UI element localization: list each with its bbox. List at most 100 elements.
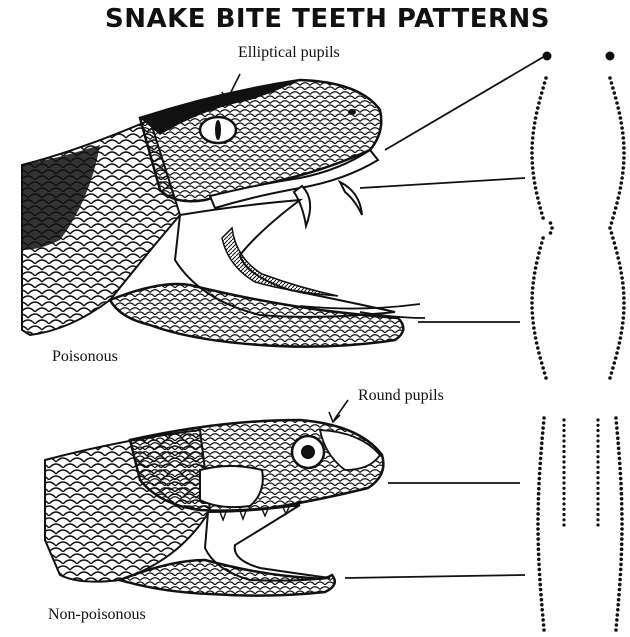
tooth-mark-dot [532, 126, 536, 130]
tooth-mark-dot [562, 460, 565, 463]
tooth-mark-dot [619, 487, 623, 491]
tooth-mark-dot [562, 476, 565, 479]
tooth-mark-dot [539, 588, 543, 592]
tooth-mark-dot [619, 573, 623, 577]
tooth-mark-dot [537, 497, 541, 501]
tooth-mark-dot [596, 450, 599, 453]
tooth-mark-dot [530, 296, 534, 300]
tooth-mark-dot [562, 418, 565, 421]
tooth-mark-dot [531, 311, 535, 315]
tooth-mark-dot [540, 441, 544, 445]
tooth-mark-dot [550, 226, 554, 230]
tooth-mark-dot [538, 467, 542, 471]
tooth-mark-dot [596, 466, 599, 469]
tooth-mark-dot [539, 457, 543, 461]
tooth-mark-dot [534, 336, 538, 340]
tooth-mark-dot [562, 471, 565, 474]
tooth-mark-dot [537, 547, 541, 551]
tooth-mark-dot [544, 376, 548, 380]
tooth-mark-dot [596, 481, 599, 484]
elliptical-pupil [215, 120, 221, 140]
tooth-mark-dot [531, 291, 535, 295]
tooth-mark-dot [530, 156, 534, 160]
tooth-mark-dot [616, 346, 620, 350]
tooth-mark-dot [615, 421, 619, 425]
leader-fang-to-pattern [385, 56, 545, 150]
tooth-mark-dot [620, 492, 624, 496]
tooth-mark-dot [537, 482, 541, 486]
tooth-mark-dot [614, 628, 618, 632]
leader-upper-jaw-to-pattern [360, 178, 525, 188]
tooth-mark-dot [562, 497, 565, 500]
tooth-mark-dot [619, 482, 623, 486]
tooth-mark-dot [562, 523, 565, 526]
non-poisonous-snake-head [45, 420, 383, 596]
tooth-mark-dot [622, 301, 626, 305]
tooth-mark-dot [596, 492, 599, 495]
tooth-mark-dot [541, 236, 545, 240]
tooth-mark-dot [620, 537, 624, 541]
tooth-mark-dot [616, 196, 620, 200]
tooth-mark-dot [536, 517, 540, 521]
tooth-mark-dot [531, 281, 535, 285]
tooth-mark-dot [620, 553, 624, 557]
tooth-mark-dot [541, 86, 545, 90]
tooth-mark-dot [622, 306, 626, 310]
tooth-mark-dot [620, 502, 624, 506]
tooth-mark-dot [622, 146, 626, 150]
tooth-mark-dot [596, 487, 599, 490]
tooth-mark-dot [543, 81, 547, 85]
tooth-mark-dot [540, 91, 544, 95]
tooth-mark-dot [620, 532, 624, 536]
tooth-mark-dot [540, 608, 544, 612]
tooth-mark-dot [619, 472, 623, 476]
tooth-mark-dot [615, 618, 619, 622]
tooth-mark-dot [596, 429, 599, 432]
tooth-mark-dot [615, 101, 619, 105]
tooth-mark-dot [619, 266, 623, 270]
tooth-mark-dot [596, 460, 599, 463]
tooth-mark-dot [620, 181, 624, 185]
tooth-mark-dot [622, 141, 626, 145]
tooth-mark-dot [620, 522, 624, 526]
tooth-mark-dot [620, 276, 624, 280]
tooth-mark-dot [544, 76, 548, 80]
tooth-mark-dot [562, 481, 565, 484]
tooth-mark-dot [536, 512, 540, 516]
tooth-mark-dot [611, 236, 615, 240]
tooth-mark-dot [536, 522, 540, 526]
tooth-mark-dot [562, 429, 565, 432]
tooth-mark-dot [539, 206, 543, 210]
tooth-mark-dot [620, 271, 624, 275]
tooth-mark-dot [531, 171, 535, 175]
tooth-mark-dot [531, 131, 535, 135]
tooth-mark-dot [538, 472, 542, 476]
round-pupils-label: Round pupils [358, 387, 444, 405]
tooth-mark-dot [608, 376, 612, 380]
tooth-mark-dot [596, 518, 599, 521]
tooth-mark-dot [614, 96, 618, 100]
non-poisonous-teeth-dots [536, 416, 624, 632]
tooth-mark-dot [596, 497, 599, 500]
tooth-mark-dot [611, 86, 615, 90]
tooth-mark-dot [562, 513, 565, 516]
tooth-mark-dot [531, 321, 535, 325]
tooth-mark-dot [614, 416, 618, 420]
tooth-mark-dot [616, 613, 620, 617]
tooth-mark-dot [615, 623, 619, 627]
tooth-mark-dot [536, 256, 540, 260]
tooth-mark-dot [542, 628, 546, 632]
non-poisonous-head-plate [200, 466, 263, 507]
poisonous-teeth-dots [530, 76, 626, 380]
poisonous-label: Poisonous [52, 348, 118, 366]
tooth-mark-dot [620, 512, 624, 516]
tooth-mark-dot [620, 176, 624, 180]
tooth-mark-dot [541, 613, 545, 617]
tooth-mark-dot [596, 476, 599, 479]
tooth-mark-dot [537, 492, 541, 496]
tooth-mark-dot [542, 416, 546, 420]
tooth-mark-dot [617, 447, 621, 451]
tooth-mark-dot [620, 547, 624, 551]
tooth-mark-dot [535, 111, 539, 115]
tooth-mark-dot [542, 623, 546, 627]
